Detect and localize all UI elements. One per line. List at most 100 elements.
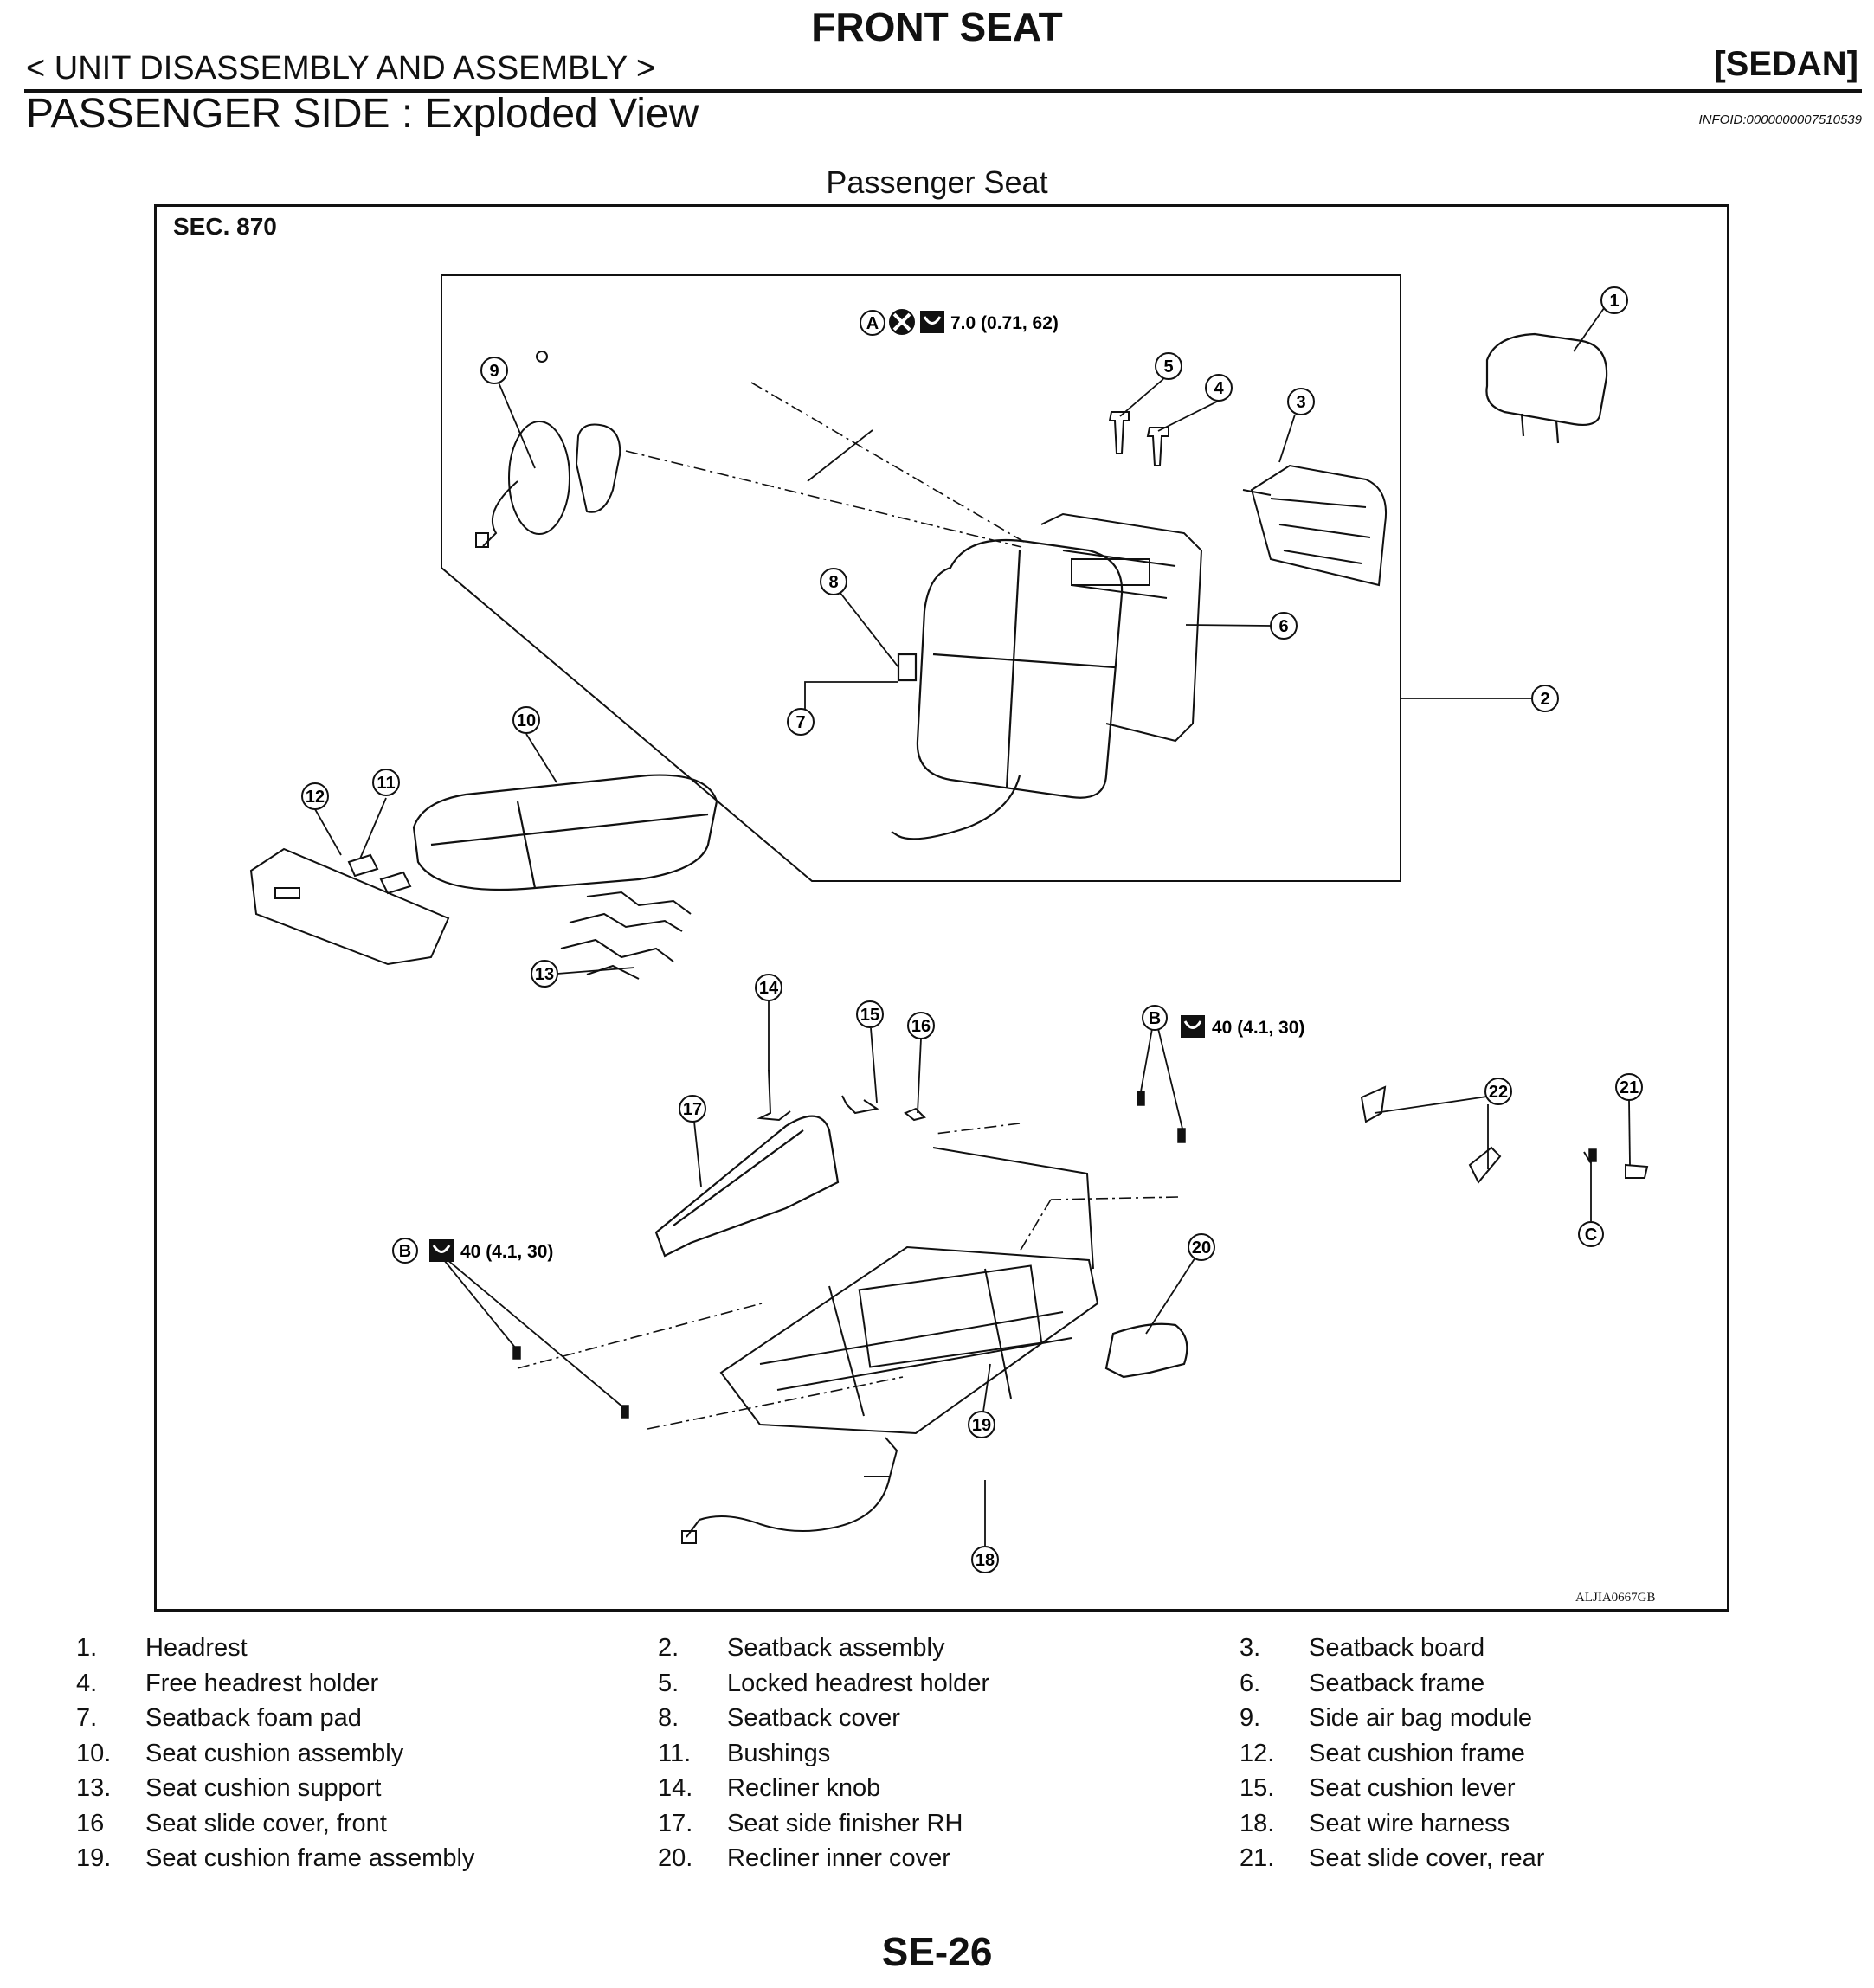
legend-label: Side air bag module [1309, 1704, 1532, 1732]
recliner-inner-cover-part [1104, 1322, 1188, 1379]
section-number-label: SEC. 870 [173, 213, 277, 240]
callout-4: 4 [1205, 374, 1233, 402]
callout-17: 17 [679, 1095, 706, 1123]
svg-text:4: 4 [1214, 379, 1224, 398]
callout-22: 22 [1484, 1078, 1512, 1105]
guide-lines [517, 382, 1179, 1430]
legend-label: Seat wire harness [1309, 1809, 1510, 1837]
torque-spec-b-left: 40 (4.1, 30) [460, 1242, 553, 1262]
bolts [512, 351, 1597, 1419]
callout-10: 10 [512, 706, 540, 734]
legend-label: Bushings [727, 1739, 831, 1767]
seat-side-finisher-part [654, 1115, 840, 1258]
legend-label: Seatback frame [1309, 1669, 1485, 1697]
legend-number: 9. [1240, 1704, 1261, 1732]
callout-3: 3 [1287, 388, 1315, 415]
svg-text:7: 7 [795, 713, 805, 732]
callout-6: 6 [1270, 612, 1298, 640]
headrest-part [1485, 332, 1608, 444]
seatback-inset-outline [441, 274, 1401, 882]
legend-number: 1. [76, 1634, 98, 1662]
svg-text:17: 17 [683, 1100, 702, 1119]
callout-letter-a: A [860, 310, 885, 336]
callout-12: 12 [301, 782, 329, 810]
legend-label: Seat slide cover, rear [1309, 1844, 1545, 1872]
legend-number: 8. [658, 1704, 679, 1732]
info-id: INFOID:0000000007510539 [1698, 113, 1862, 127]
svg-text:18: 18 [976, 1551, 995, 1570]
svg-text:B: B [1149, 1009, 1161, 1028]
legend-number: 18. [1240, 1809, 1275, 1837]
svg-text:21: 21 [1620, 1078, 1639, 1097]
legend-number: 2. [658, 1634, 679, 1662]
svg-text:3: 3 [1296, 393, 1305, 412]
svg-text:C: C [1585, 1226, 1597, 1245]
callout-letter-b-right: B [1142, 1005, 1168, 1031]
legend-label: Seatback foam pad [145, 1704, 362, 1732]
svg-text:6: 6 [1278, 617, 1288, 636]
legend-label: Seatback board [1309, 1634, 1485, 1662]
svg-text:8: 8 [828, 573, 838, 592]
legend-label: Seat cushion assembly [145, 1739, 404, 1767]
svg-text:A: A [866, 314, 879, 333]
document-title: FRONT SEAT [811, 4, 1063, 49]
legend-label: Seat cushion support [145, 1774, 382, 1802]
legend-label: Locked headrest holder [727, 1669, 990, 1697]
callout-19: 19 [968, 1411, 995, 1438]
seatback-cover-part [891, 538, 1124, 840]
legend-number: 7. [76, 1704, 98, 1732]
callout-letter-b-left: B [392, 1238, 418, 1264]
headrest-holders [1108, 411, 1169, 466]
legend-label: Seat slide cover, front [145, 1809, 387, 1837]
legend-label: Free headrest holder [145, 1669, 379, 1697]
svg-text:14: 14 [759, 979, 779, 998]
svg-text:12: 12 [306, 788, 325, 807]
callout-16: 16 [907, 1012, 935, 1039]
seatback-board-part [1242, 464, 1387, 587]
seat-cushion-frame-assembly-part [719, 1147, 1099, 1435]
legend-label: Seat cushion lever [1309, 1774, 1516, 1802]
callout-18: 18 [971, 1546, 999, 1573]
callout-7: 7 [787, 708, 815, 736]
callout-9: 9 [480, 357, 508, 384]
legend-label: Seat cushion frame [1309, 1739, 1525, 1767]
legend-number: 17. [658, 1809, 693, 1837]
do-not-reuse-icon [889, 309, 915, 335]
figure-caption: Passenger Seat [826, 164, 1048, 200]
callout-20: 20 [1188, 1233, 1215, 1261]
callout-21: 21 [1615, 1073, 1643, 1101]
legend-number: 3. [1240, 1634, 1261, 1662]
svg-text:1: 1 [1609, 292, 1619, 311]
callout-15: 15 [856, 1000, 884, 1028]
legend-number: 21. [1240, 1844, 1275, 1872]
legend-number: 4. [76, 1669, 98, 1697]
legend-number: 6. [1240, 1669, 1261, 1697]
callout-5: 5 [1155, 352, 1182, 380]
legend-number: 20. [658, 1844, 693, 1872]
legend-label: Seatback cover [727, 1704, 900, 1732]
legend-number: 10. [76, 1739, 112, 1767]
seatback-frame-part [1040, 512, 1203, 743]
legend-label: Headrest [145, 1634, 248, 1662]
small-parts-14-16 [757, 1069, 926, 1122]
callout-letter-c: C [1578, 1221, 1604, 1247]
seat-wire-harness-part [681, 1437, 898, 1544]
legend-number: 12. [1240, 1739, 1275, 1767]
svg-text:9: 9 [489, 362, 499, 381]
callout-2: 2 [1531, 685, 1559, 712]
svg-text:19: 19 [972, 1416, 991, 1435]
svg-text:11: 11 [377, 774, 395, 793]
svg-text:5: 5 [1163, 357, 1173, 376]
callout-1: 1 [1600, 286, 1628, 314]
seat-cushion-frame-part [249, 847, 450, 966]
legend-number: 16 [76, 1809, 105, 1837]
legend-label: Recliner inner cover [727, 1844, 950, 1872]
leader-lines [314, 301, 1631, 1546]
legend-label: Recliner knob [727, 1774, 881, 1802]
legend-number: 19. [76, 1844, 112, 1872]
seat-cushion-support-part [560, 891, 692, 980]
section-title: PASSENGER SIDE : Exploded View [26, 91, 699, 137]
breadcrumb: < UNIT DISASSEMBLY AND ASSEMBLY > [26, 50, 656, 87]
legend-number: 14. [658, 1774, 693, 1802]
legend-number: 11. [658, 1739, 692, 1767]
